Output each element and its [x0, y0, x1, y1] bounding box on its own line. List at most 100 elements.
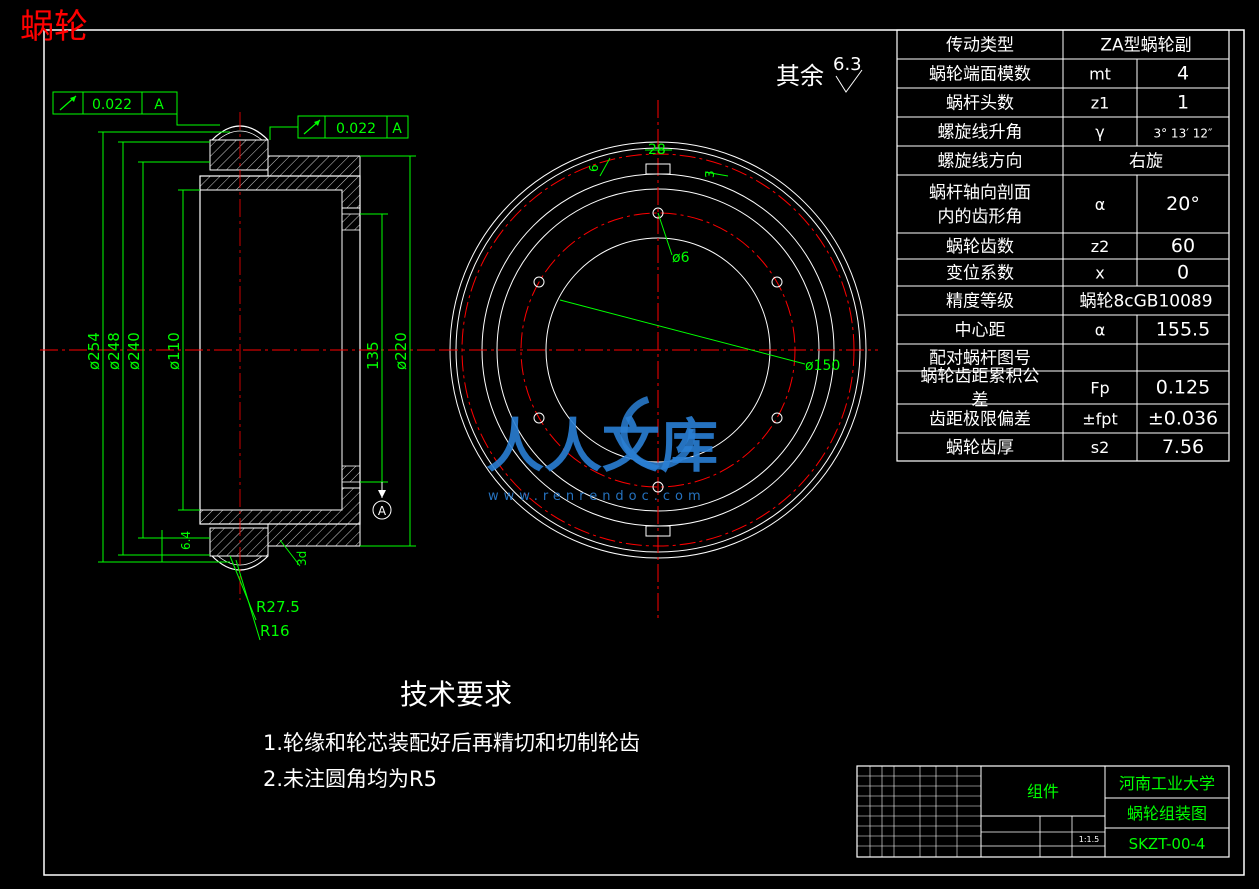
dim-d150: ø150: [805, 358, 840, 374]
tolerance-1-value: 0.022: [92, 97, 132, 113]
param-row: 蜗轮端面模数 mt 4: [929, 59, 1189, 88]
front-view: [440, 100, 878, 620]
param-value: 20°: [1166, 193, 1200, 215]
tech-item-1: 1.轮缘和轮芯装配好后再精切和切制轮齿: [263, 731, 640, 755]
param-row: 中心距 α 155.5: [955, 315, 1210, 344]
param-value: 155.5: [1156, 319, 1210, 341]
param-value: 0.125: [1156, 377, 1210, 399]
param-row: 传动类型 ZA型蜗轮副: [946, 36, 1192, 56]
param-label: 蜗杆头数: [946, 94, 1014, 114]
drawing-title: 蜗轮: [20, 7, 88, 47]
param-symbol: α: [1095, 195, 1106, 214]
surface-note-value: 6.3: [833, 54, 862, 75]
dim-3d: 3d: [295, 551, 309, 566]
param-symbol: z2: [1091, 237, 1110, 256]
dim-r275: R27.5: [256, 598, 300, 616]
surface-finish-note: 其余 6.3: [776, 54, 863, 93]
hub-hole-top: [341, 213, 361, 231]
section-view: [40, 112, 445, 600]
param-label: 配对蜗杆图号: [929, 349, 1031, 369]
dim-d254: ø254: [85, 332, 103, 370]
param-value: 3° 13′ 12″: [1153, 127, 1213, 141]
param-symbol: z1: [1091, 94, 1110, 113]
param-label: 传动类型: [946, 36, 1014, 56]
dim-3: 3: [703, 170, 717, 178]
param-row: 变位系数 x 0: [946, 259, 1189, 286]
param-value: 60: [1171, 235, 1195, 257]
tolerance-frame-2: 0.022 A: [269, 115, 409, 140]
param-row: 蜗轮齿数 z2 60: [946, 233, 1195, 259]
bolt-hole-2: [771, 276, 783, 288]
param-row: 齿距极限偏差 ±fpt ±0.036: [929, 404, 1218, 433]
param-value: 1: [1177, 92, 1189, 114]
bolt-hole-5: [533, 412, 545, 424]
keyway-bottom: [645, 525, 671, 537]
param-label: 蜗轮齿数: [946, 237, 1014, 257]
param-row: 螺旋线方向 右旋: [938, 152, 1164, 172]
watermark-logo-icon: [620, 394, 696, 470]
tooth-arc-top-inner: [217, 130, 263, 141]
title-school: 河南工业大学: [1119, 774, 1215, 793]
param-label: 蜗轮齿厚: [946, 438, 1014, 458]
param-row: 配对蜗杆图号: [929, 344, 1138, 371]
tolerance-2-value: 0.022: [336, 121, 376, 137]
hub-hole-bottom: [341, 465, 361, 483]
dim-r16: R16: [260, 622, 290, 640]
technical-requirements: 技术要求 1.轮缘和轮芯装配好后再精切和切制轮齿 2.未注圆角均为R5: [263, 678, 640, 791]
dim-d248: ø248: [105, 332, 123, 370]
bolt-hole-4: [652, 481, 664, 493]
param-value: ZA型蜗轮副: [1100, 36, 1191, 56]
title-scale: 1:1.5: [1079, 835, 1100, 844]
param-row: 蜗轮齿厚 s2 7.56: [946, 433, 1204, 461]
param-symbol: α: [1095, 321, 1106, 340]
dim-d110: ø110: [165, 332, 183, 370]
param-symbol: s2: [1091, 438, 1110, 457]
param-label: 蜗轮端面模数: [929, 65, 1031, 85]
bolt-hole-1: [652, 207, 664, 219]
watermark-url: www.renrendoc.com: [488, 489, 706, 504]
front-dimension-labels: 28 6 3 ø6 ø150: [587, 142, 840, 374]
title-drawing-no: SKZT-00-4: [1129, 835, 1206, 853]
dimension-labels: ø254 ø248 ø240 ø110 135 ø220 R27.5 R16 6…: [85, 332, 410, 640]
param-row: 蜗杆头数 z1 1: [946, 88, 1189, 117]
param-label: 变位系数: [946, 264, 1014, 284]
param-label: 蜗轮齿距累积公: [921, 367, 1040, 387]
param-symbol: x: [1095, 264, 1104, 283]
title-drawing-name: 蜗轮组装图: [1127, 804, 1207, 823]
drawing-border: [43, 29, 1245, 876]
rim-section-top: [209, 139, 269, 171]
watermark-logo-text: 人人文库: [486, 412, 718, 480]
tolerance-2-datum: A: [392, 121, 402, 137]
param-value: ±0.036: [1148, 408, 1218, 430]
dim-28: 28: [648, 142, 666, 158]
param-label: 螺旋线方向: [938, 152, 1023, 172]
title-component: 组件: [1027, 782, 1059, 801]
param-label: 精度等级: [946, 292, 1014, 312]
param-value: 7.56: [1162, 436, 1204, 458]
dim-d240: ø240: [125, 332, 143, 370]
dim-6: 6: [587, 164, 601, 172]
param-value: 4: [1177, 63, 1189, 85]
datum-a-marker: A: [372, 482, 392, 520]
param-symbol: ±fpt: [1082, 410, 1117, 429]
param-label: 中心距: [955, 321, 1006, 341]
param-value: 0: [1177, 262, 1189, 284]
watermark: 人人文库 www.renrendoc.com: [486, 394, 718, 504]
param-label: 内的齿形角: [938, 207, 1023, 227]
param-symbol: mt: [1089, 65, 1111, 84]
param-symbol: Fp: [1090, 379, 1109, 398]
param-label: 差: [972, 391, 989, 411]
param-value: 右旋: [1129, 152, 1163, 172]
tech-heading: 技术要求: [400, 678, 512, 711]
keyway-top: [645, 163, 671, 175]
datum-a-label: A: [378, 504, 387, 518]
rim-section-bottom: [209, 527, 269, 557]
dim-135: 135: [364, 341, 382, 370]
bolt-hole-3: [771, 412, 783, 424]
param-label: 齿距极限偏差: [929, 410, 1031, 430]
